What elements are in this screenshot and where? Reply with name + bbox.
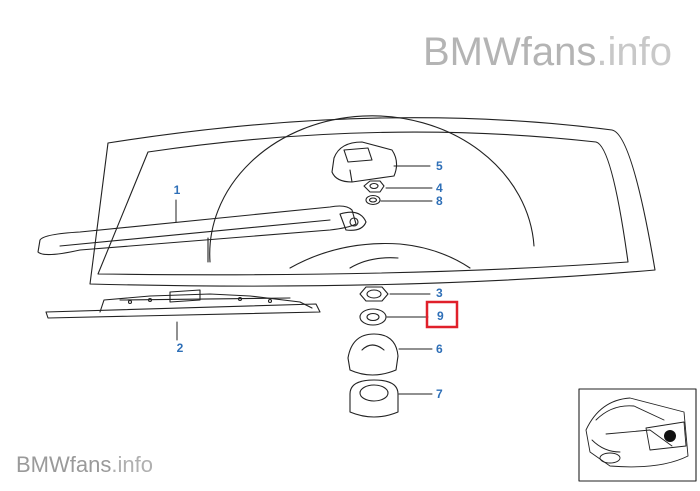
callout-7: 7 <box>436 387 443 401</box>
callout-1: 1 <box>174 183 181 197</box>
callout-8: 8 <box>436 194 443 208</box>
cover-cap-lower <box>347 333 399 376</box>
nut-lower <box>359 286 389 302</box>
highlight-box <box>425 300 459 329</box>
callout-4: 4 <box>436 181 443 195</box>
callout-6: 6 <box>436 342 443 356</box>
callout-3: 3 <box>436 286 443 300</box>
thumbnail-location-marker <box>664 430 676 442</box>
watermark-top-brand: BMWfans <box>423 30 597 74</box>
wiper-sweep-arc <box>209 115 535 263</box>
rear-window-inner <box>97 131 629 276</box>
rear-window-outer <box>89 117 656 287</box>
callout-9: 9 <box>437 309 444 323</box>
watermark-top: BMWfans.info <box>423 30 672 75</box>
watermark-bottom-brand: BMWfans <box>16 452 112 477</box>
watermark-top-suffix: .info <box>596 30 672 74</box>
callout-2: 2 <box>177 341 184 355</box>
watermark-bottom: BMWfans.info <box>16 452 153 478</box>
washer-upper <box>365 194 381 206</box>
wiper-blade <box>45 289 321 319</box>
washer-lower <box>359 308 387 326</box>
thumbnail-car <box>585 397 689 468</box>
nut-upper <box>363 180 385 193</box>
cover-cap-top <box>331 141 398 183</box>
thumbnail-frame <box>578 388 697 482</box>
watermark-bottom-suffix: .info <box>111 452 153 477</box>
callout-5: 5 <box>436 159 443 173</box>
wiper-arm <box>37 205 367 263</box>
grommet <box>349 379 399 418</box>
